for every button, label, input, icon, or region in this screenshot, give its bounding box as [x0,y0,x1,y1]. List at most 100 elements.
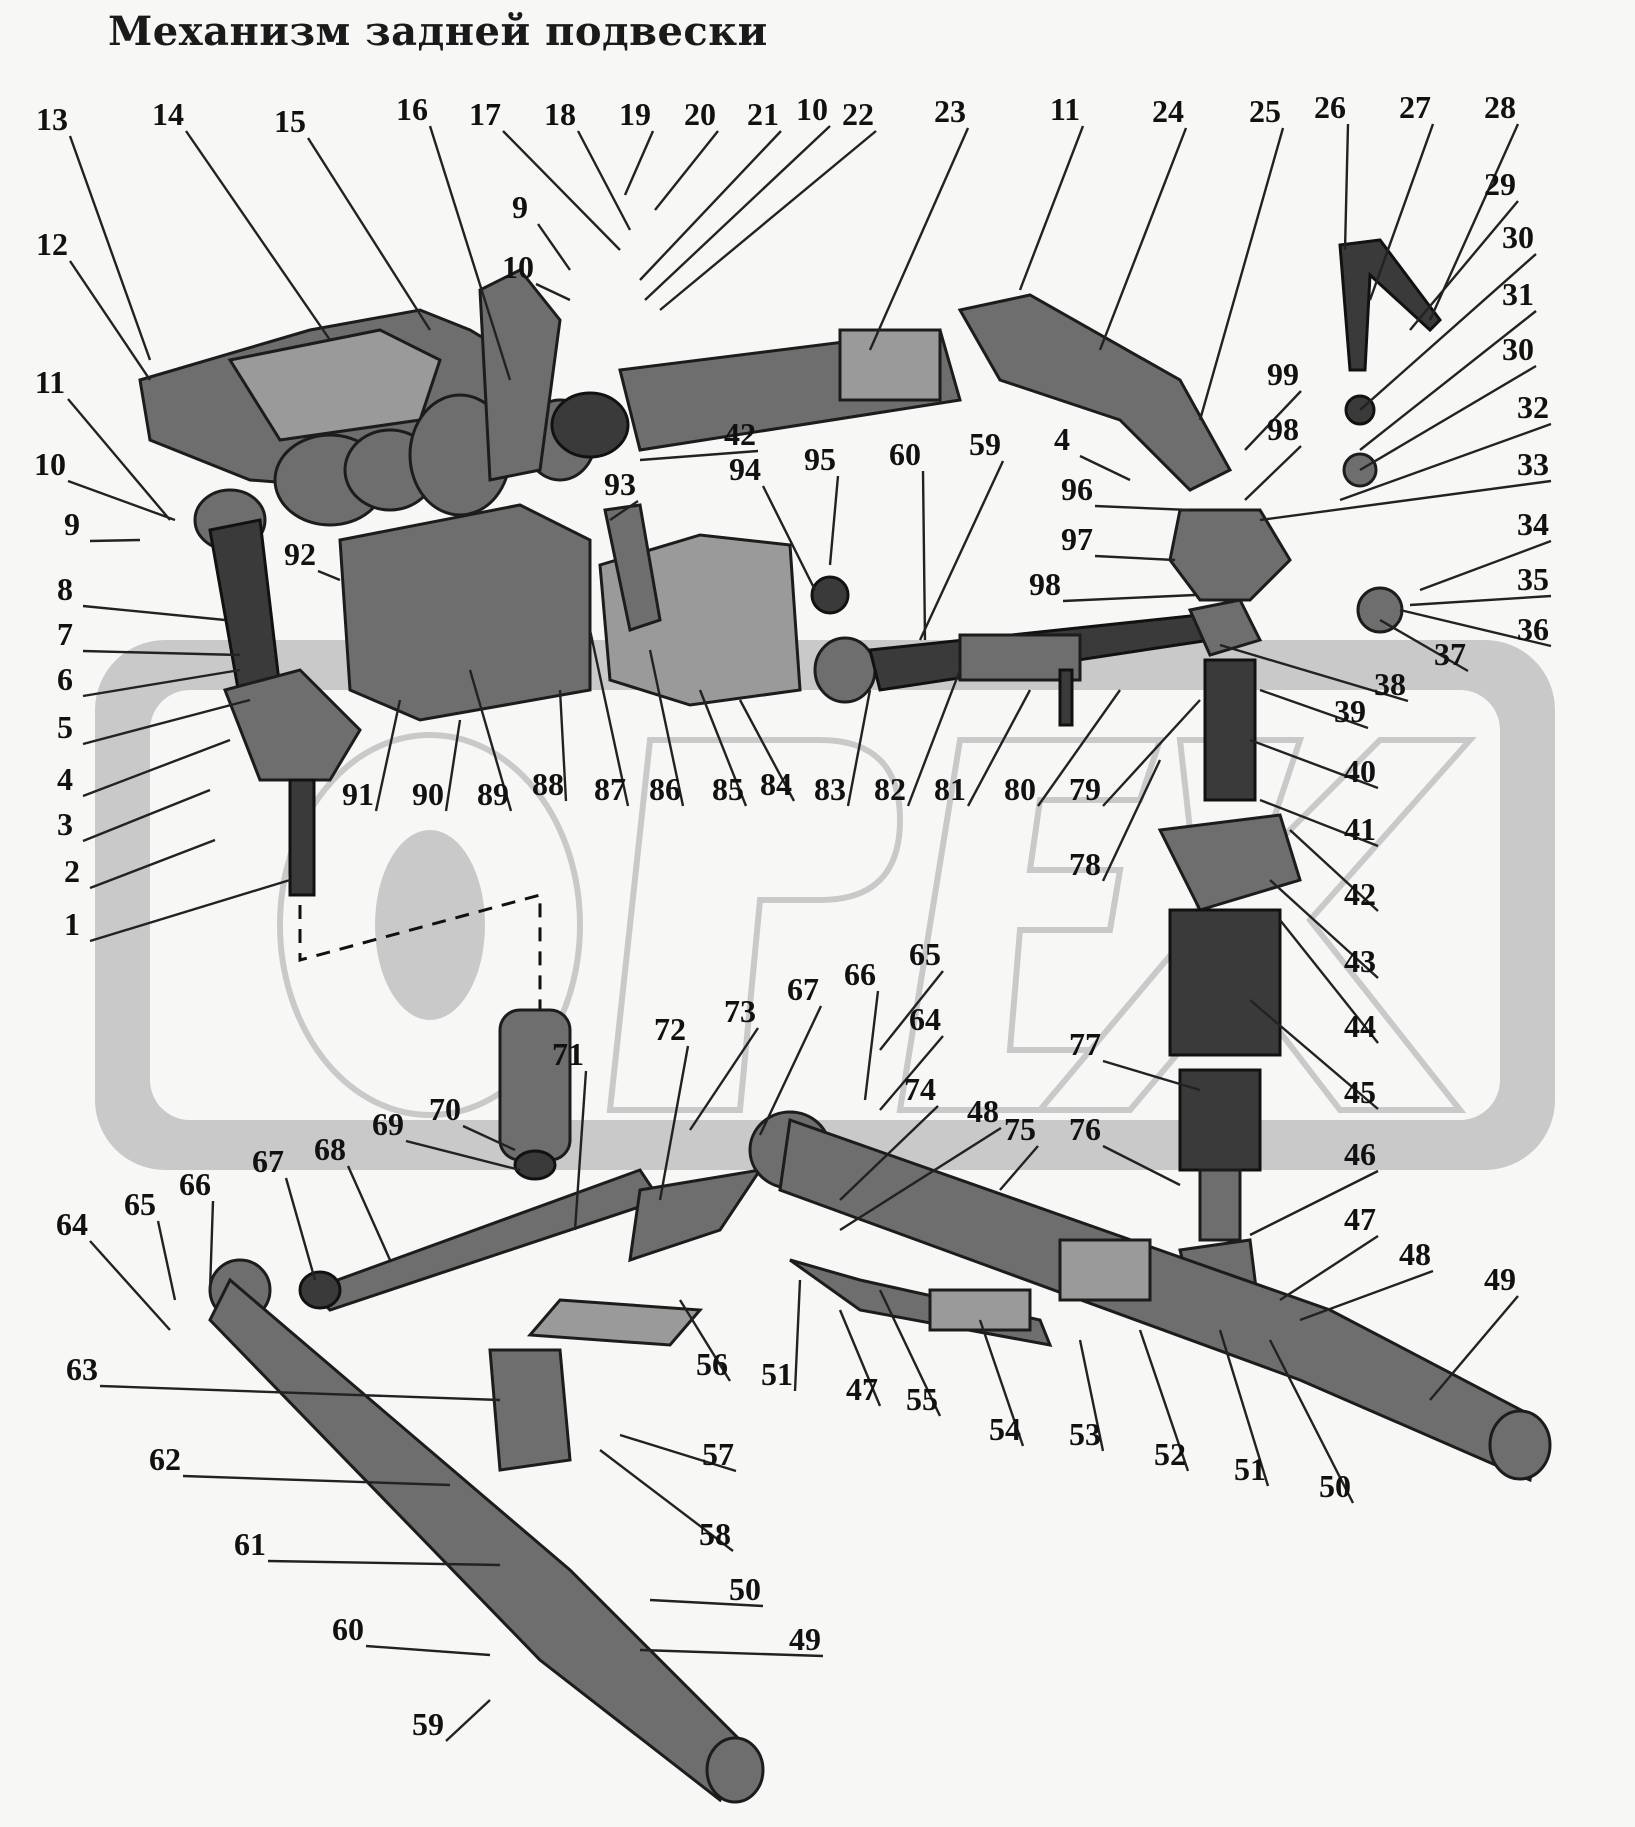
callout-number: 28 [1484,89,1516,125]
leader-line [1018,125,1085,291]
leader-line [1259,479,1552,522]
leader-line [658,1045,690,1201]
callout-number: 87 [594,771,626,807]
callout-number: 98 [1267,411,1299,447]
callout-number: 23 [934,93,966,129]
leader-line [444,719,462,812]
leader-line [1269,879,1379,979]
callout-number: 57 [702,1436,734,1472]
leader-line [921,470,927,641]
callout-number: 98 [1029,566,1061,602]
leader-line [502,130,621,251]
callout-number: 93 [604,466,636,502]
leader-line [966,689,1032,807]
leader-line [573,1070,588,1231]
callout-number: 8 [57,571,73,607]
leader-line [1062,593,1196,603]
leader-line [1259,798,1379,848]
callout-number: 46 [1344,1136,1376,1172]
page-title: Механизм задней подвески [108,8,768,55]
callout-number: 45 [1344,1074,1376,1110]
pin-assembly-top-right [1338,238,1442,488]
callout-number: 78 [1069,846,1101,882]
leader-line [868,127,970,351]
leader-line [1102,1144,1181,1187]
leader-line [1078,1339,1105,1452]
leader-line [1289,829,1379,912]
leader-line [1409,200,1519,331]
leader-line [1379,618,1469,673]
callout-number: 69 [372,1106,404,1142]
leader-line [185,130,331,341]
leader-line [537,223,571,271]
callout-number: 62 [149,1441,181,1477]
leader-line [761,485,817,591]
leader-line [1249,1169,1379,1237]
callout-number: 70 [429,1091,461,1127]
leader-line [1218,1329,1270,1487]
callout-number: 10 [34,446,66,482]
callout-number: 31 [1502,276,1534,312]
lifting-arm-right [957,293,1233,492]
leader-line [906,669,962,807]
callout-number: 37 [1434,636,1466,672]
callout-number: 1 [64,906,80,942]
leader-line [1279,919,1379,1044]
callout-number: 22 [842,96,874,132]
callout-number: 35 [1517,561,1549,597]
callout-number: 36 [1517,611,1549,647]
leader-line [863,990,880,1101]
callout-number: 51 [761,1356,793,1392]
leader-line [346,1165,392,1261]
callout-number: 81 [934,771,966,807]
leader-line [462,1124,516,1152]
callout-number: 48 [1399,1236,1431,1272]
valve-housing [338,503,850,722]
callout-number: 30 [1502,331,1534,367]
callout-number: 92 [284,536,316,572]
callout-number: 10 [502,249,534,285]
vertical-brace-assembly [1157,508,1302,1332]
leader-line [846,689,872,807]
callout-number: 11 [1050,91,1080,127]
leader-line [1419,539,1552,592]
callout-number: 84 [760,766,792,802]
leader-line [639,1648,824,1658]
leader-line [1101,759,1162,882]
callout-number: 41 [1344,811,1376,847]
callout-number: 4 [57,761,73,797]
leader-line [89,1240,171,1331]
callout-number: 97 [1061,521,1093,557]
callout-number: 79 [1069,771,1101,807]
callout-number: 39 [1334,693,1366,729]
callout-number: 59 [412,1706,444,1742]
callout-number: 59 [969,426,1001,462]
callout-number: 24 [1152,93,1184,129]
leader-line [1339,422,1552,502]
callout-number: 90 [412,776,444,812]
callout-number: 86 [649,771,681,807]
upper-link-turnbuckle [813,586,1404,727]
callout-number: 67 [252,1143,284,1179]
leader-line [445,1699,491,1742]
callout-number: 66 [844,956,876,992]
leader-line [82,604,226,622]
leader-line [918,460,1005,641]
leader-line [878,1289,942,1417]
leader-line [1249,999,1379,1110]
leader-line [1259,688,1369,730]
leader-line [639,130,782,281]
leader-line [68,135,152,361]
leader-line [639,449,759,462]
lifting-arm-left [193,488,362,897]
leader-line [306,137,432,331]
leader-line [1409,594,1552,607]
callout-number: 42 [724,416,756,452]
callout-number: 60 [889,436,921,472]
leader-line [609,500,639,521]
callout-number: 19 [619,96,651,132]
callout-number: 49 [789,1621,821,1657]
leader-line [1359,253,1537,411]
leader-line [758,1005,823,1136]
callout-number: 48 [967,1093,999,1129]
